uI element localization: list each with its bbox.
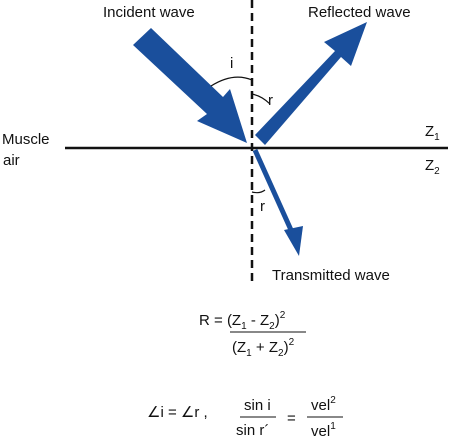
incident-arrow-shape [133, 28, 247, 143]
eq1-num-sub1: 1 [241, 321, 247, 332]
angle-r-label: r [268, 92, 273, 109]
snell-equation: ∠i = ∠r , sin i sin r´ = vel2 vel1 [147, 395, 343, 440]
eq1-den-mid: + Z [252, 339, 278, 356]
eq1-lhs: R = [199, 312, 227, 329]
eq2-r-part: r , [194, 404, 207, 421]
eq2-angle-sym1: ∠ [147, 404, 160, 421]
angle-r2-arc [251, 189, 266, 194]
transmitted-arrow [252, 148, 303, 256]
eq1-numerator: R = (Z1 - Z2)2 [199, 310, 286, 332]
eq2-i-eq: i = [160, 404, 180, 421]
air-label: air [3, 152, 20, 169]
eq2-vel-top-main: vel [311, 397, 330, 414]
incident-arrow [133, 28, 247, 143]
eq1-num-exp: 2 [280, 310, 286, 321]
eq2-vel-bot-main: vel [311, 423, 330, 440]
z1-sub: 1 [434, 132, 440, 143]
z1-label: Z1 [425, 123, 440, 143]
transmitted-label: Transmitted wave [272, 267, 390, 284]
z2-sub: 2 [434, 166, 440, 177]
z2-main: Z [425, 157, 434, 174]
eq2-angle-sym2: ∠ [181, 404, 194, 421]
eq1-num-mid: - Z [247, 312, 270, 329]
eq1-den-sub1: 1 [246, 348, 252, 359]
incident-label: Incident wave [103, 4, 195, 21]
eq1-den-sub2: 2 [278, 348, 284, 359]
eq1-denominator: (Z1 + Z2)2 [232, 337, 295, 359]
transmitted-arrow-head [284, 226, 303, 256]
transmitted-arrow-shaft [252, 148, 294, 232]
reflected-arrow [255, 22, 367, 145]
reflected-label: Reflected wave [308, 4, 411, 21]
z1-main: Z [425, 123, 434, 140]
eq1-den-exp: 2 [289, 337, 295, 348]
eq2-vel-top-sup: 2 [330, 395, 336, 406]
reflection-equation: R = (Z1 - Z2)2 (Z1 + Z2)2 [199, 310, 306, 359]
angle-i-label: i [230, 55, 233, 72]
reflected-arrow-shape [255, 22, 367, 145]
eq2-sin-i: sin i [244, 397, 271, 414]
eq1-num-close: ) [275, 312, 280, 329]
eq2-sin-r: sin r´ [236, 422, 269, 439]
eq2-vel-top: vel2 [311, 395, 336, 414]
angle-i-arc [210, 76, 253, 87]
angle-r2-label: r [260, 198, 265, 215]
eq2-vel-bot-sup: 1 [330, 421, 336, 432]
eq2-vel-bottom: vel1 [311, 421, 336, 440]
eq1-num-sub2: 2 [269, 321, 275, 332]
angle-r-arc [251, 93, 271, 105]
eq1-den-close: ) [284, 339, 289, 356]
eq2-equals: = [287, 410, 296, 427]
muscle-label: Muscle [2, 131, 50, 148]
eq1-num-open: (Z [227, 312, 241, 329]
eq1-den-open: (Z [232, 339, 246, 356]
z2-label: Z2 [425, 157, 440, 177]
eq2-angles: ∠i = ∠r , [147, 404, 208, 421]
